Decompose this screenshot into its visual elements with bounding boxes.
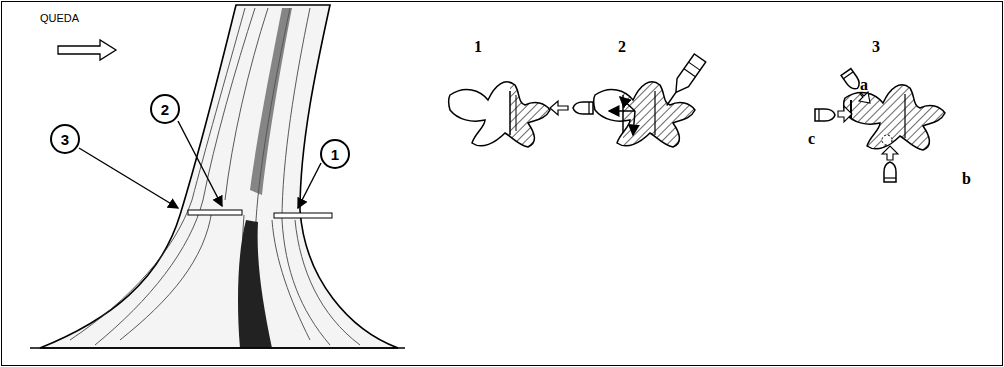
direction-letter: c [808, 130, 815, 148]
callout-circle: 1 [320, 139, 350, 169]
step-number: 2 [618, 38, 626, 56]
callout-number: 3 [61, 131, 69, 148]
callout-number: 1 [331, 146, 339, 163]
callout-circle: 3 [50, 124, 80, 154]
callout-number: 2 [161, 101, 169, 118]
direction-letter: b [962, 170, 971, 188]
step-number: 1 [474, 38, 482, 56]
step-number: 3 [872, 38, 880, 56]
callout-circle: 2 [150, 94, 180, 124]
direction-letter: a [860, 76, 868, 94]
direction-label: QUEDA [40, 12, 79, 24]
